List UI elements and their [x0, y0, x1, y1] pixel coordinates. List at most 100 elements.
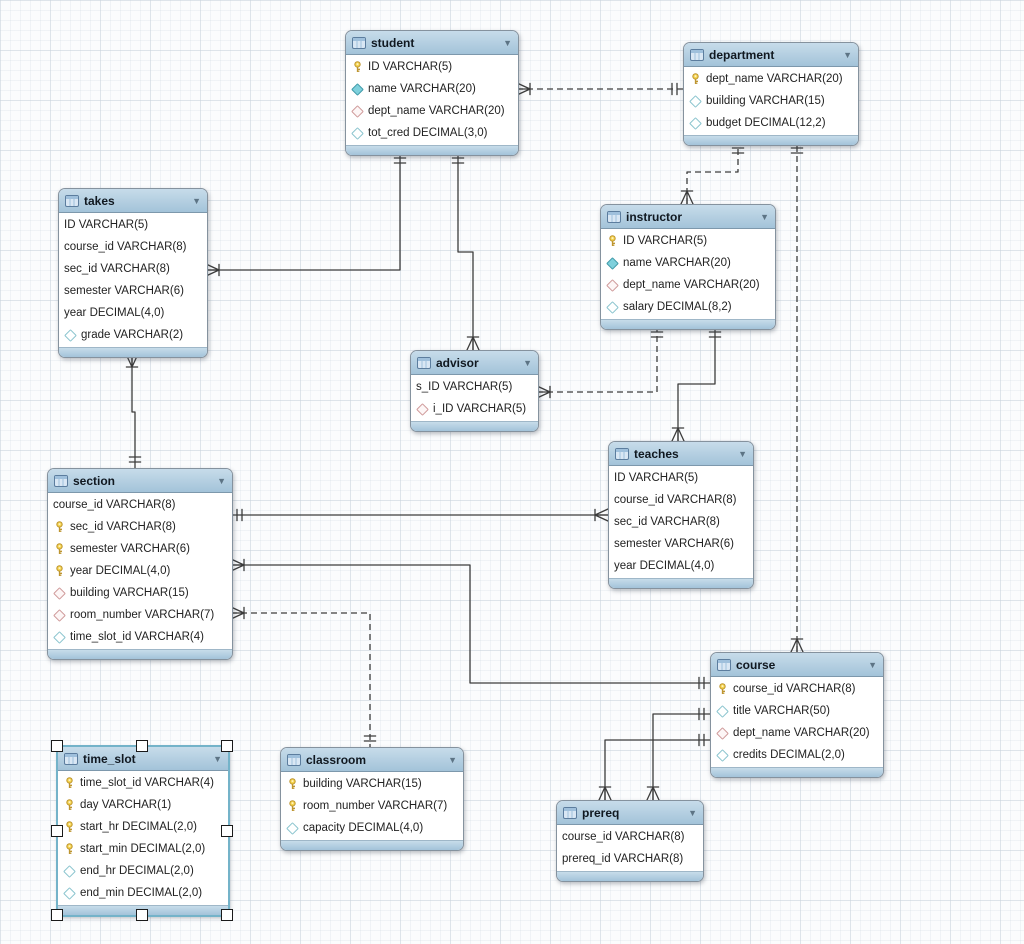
relationship-instructor-department[interactable]: [680, 142, 745, 205]
table-column-row[interactable]: credits DECIMAL(2,0): [711, 744, 883, 766]
table-classroom[interactable]: classroom▼building VARCHAR(15)room_numbe…: [280, 747, 464, 851]
table-column-row[interactable]: dept_name VARCHAR(20): [684, 68, 858, 90]
collapse-arrow-icon[interactable]: ▼: [523, 357, 532, 368]
table-column-row[interactable]: course_id VARCHAR(8): [711, 678, 883, 700]
table-header[interactable]: teaches▼: [609, 442, 753, 466]
table-header[interactable]: course▼: [711, 653, 883, 677]
selection-handle[interactable]: [136, 909, 148, 921]
relationship-teaches-section[interactable]: [231, 508, 609, 522]
table-column-row[interactable]: start_min DECIMAL(2,0): [58, 838, 228, 860]
table-column-row[interactable]: room_number VARCHAR(7): [48, 604, 232, 626]
selection-handle[interactable]: [51, 909, 63, 921]
table-column-row[interactable]: ID VARCHAR(5): [59, 214, 207, 236]
table-column-row[interactable]: year DECIMAL(4,0): [609, 555, 753, 577]
table-header[interactable]: prereq▼: [557, 801, 703, 825]
relationship-student-department[interactable]: [516, 82, 683, 96]
table-column-row[interactable]: ID VARCHAR(5): [601, 230, 775, 252]
selection-handle[interactable]: [136, 740, 148, 752]
table-column-row[interactable]: sec_id VARCHAR(8): [609, 511, 753, 533]
table-teaches[interactable]: teaches▼ID VARCHAR(5)course_id VARCHAR(8…: [608, 441, 754, 589]
selection-handle[interactable]: [221, 909, 233, 921]
relationship-takes-student[interactable]: [205, 152, 407, 277]
relationship-section-course[interactable]: [230, 558, 710, 690]
table-column-row[interactable]: day VARCHAR(1): [58, 794, 228, 816]
table-column-row[interactable]: dept_name VARCHAR(20): [346, 100, 518, 122]
selection-handle[interactable]: [51, 740, 63, 752]
table-column-row[interactable]: ID VARCHAR(5): [346, 56, 518, 78]
selection-handle[interactable]: [51, 824, 63, 837]
collapse-arrow-icon[interactable]: ▼: [843, 49, 852, 60]
selection-handle[interactable]: [221, 824, 233, 837]
table-column-row[interactable]: capacity DECIMAL(4,0): [281, 817, 463, 839]
collapse-arrow-icon[interactable]: ▼: [448, 754, 457, 765]
relationship-course-department[interactable]: [790, 142, 804, 653]
table-time_slot[interactable]: time_slot▼time_slot_id VARCHAR(4)day VAR…: [57, 746, 229, 916]
collapse-arrow-icon[interactable]: ▼: [868, 659, 877, 670]
table-column-row[interactable]: building VARCHAR(15): [48, 582, 232, 604]
table-column-row[interactable]: building VARCHAR(15): [684, 90, 858, 112]
collapse-arrow-icon[interactable]: ▼: [192, 195, 201, 206]
table-column-row[interactable]: name VARCHAR(20): [346, 78, 518, 100]
table-column-row[interactable]: course_id VARCHAR(8): [48, 494, 232, 516]
table-column-row[interactable]: time_slot_id VARCHAR(4): [58, 772, 228, 794]
table-column-row[interactable]: s_ID VARCHAR(5): [411, 376, 538, 398]
table-header[interactable]: student▼: [346, 31, 518, 55]
relationship-takes-section[interactable]: [125, 353, 142, 468]
table-column-row[interactable]: grade VARCHAR(2): [59, 324, 207, 346]
table-column-row[interactable]: dept_name VARCHAR(20): [601, 274, 775, 296]
collapse-arrow-icon[interactable]: ▼: [688, 807, 697, 818]
collapse-arrow-icon[interactable]: ▼: [213, 753, 222, 764]
table-column-row[interactable]: course_id VARCHAR(8): [59, 236, 207, 258]
table-column-row[interactable]: prereq_id VARCHAR(8): [557, 848, 703, 870]
table-column-row[interactable]: budget DECIMAL(12,2): [684, 112, 858, 134]
table-column-row[interactable]: name VARCHAR(20): [601, 252, 775, 274]
table-column-row[interactable]: room_number VARCHAR(7): [281, 795, 463, 817]
table-column-row[interactable]: title VARCHAR(50): [711, 700, 883, 722]
table-column-row[interactable]: start_hr DECIMAL(2,0): [58, 816, 228, 838]
table-column-row[interactable]: ID VARCHAR(5): [609, 467, 753, 489]
table-column-row[interactable]: end_min DECIMAL(2,0): [58, 882, 228, 904]
table-column-row[interactable]: semester VARCHAR(6): [609, 533, 753, 555]
collapse-arrow-icon[interactable]: ▼: [503, 37, 512, 48]
table-course[interactable]: course▼course_id VARCHAR(8)title VARCHAR…: [710, 652, 884, 778]
table-department[interactable]: department▼dept_name VARCHAR(20)building…: [683, 42, 859, 146]
table-header[interactable]: classroom▼: [281, 748, 463, 772]
table-header[interactable]: advisor▼: [411, 351, 538, 375]
table-column-row[interactable]: dept_name VARCHAR(20): [711, 722, 883, 744]
selection-handle[interactable]: [221, 740, 233, 752]
relationship-prereq-course[interactable]: [646, 707, 710, 801]
table-column-row[interactable]: salary DECIMAL(8,2): [601, 296, 775, 318]
table-section[interactable]: section▼course_id VARCHAR(8)sec_id VARCH…: [47, 468, 233, 660]
table-column-row[interactable]: course_id VARCHAR(8): [609, 489, 753, 511]
table-column-row[interactable]: building VARCHAR(15): [281, 773, 463, 795]
table-prereq[interactable]: prereq▼course_id VARCHAR(8)prereq_id VAR…: [556, 800, 704, 882]
table-column-row[interactable]: semester VARCHAR(6): [59, 280, 207, 302]
table-column-row[interactable]: year DECIMAL(4,0): [59, 302, 207, 324]
table-column-row[interactable]: year DECIMAL(4,0): [48, 560, 232, 582]
table-column-row[interactable]: course_id VARCHAR(8): [557, 826, 703, 848]
table-column-row[interactable]: tot_cred DECIMAL(3,0): [346, 122, 518, 144]
relationship-prereq-course[interactable]: [598, 733, 710, 801]
table-advisor[interactable]: advisor▼s_ID VARCHAR(5)i_ID VARCHAR(5): [410, 350, 539, 432]
table-column-row[interactable]: sec_id VARCHAR(8): [48, 516, 232, 538]
relationship-section-classroom[interactable]: [230, 606, 377, 747]
collapse-arrow-icon[interactable]: ▼: [760, 211, 769, 222]
table-column-row[interactable]: sec_id VARCHAR(8): [59, 258, 207, 280]
collapse-arrow-icon[interactable]: ▼: [217, 475, 226, 486]
relationship-teaches-instructor[interactable]: [671, 326, 722, 442]
table-header[interactable]: department▼: [684, 43, 858, 67]
table-column-row[interactable]: time_slot_id VARCHAR(4): [48, 626, 232, 648]
table-column-row[interactable]: end_hr DECIMAL(2,0): [58, 860, 228, 882]
table-column-row[interactable]: i_ID VARCHAR(5): [411, 398, 538, 420]
table-column-row[interactable]: semester VARCHAR(6): [48, 538, 232, 560]
relationship-advisor-instructor[interactable]: [536, 326, 664, 399]
table-header[interactable]: instructor▼: [601, 205, 775, 229]
table-instructor[interactable]: instructor▼ID VARCHAR(5)name VARCHAR(20)…: [600, 204, 776, 330]
table-header[interactable]: section▼: [48, 469, 232, 493]
table-header[interactable]: takes▼: [59, 189, 207, 213]
table-takes[interactable]: takes▼ID VARCHAR(5)course_id VARCHAR(8)s…: [58, 188, 208, 358]
collapse-arrow-icon[interactable]: ▼: [738, 448, 747, 459]
table-student[interactable]: student▼ID VARCHAR(5)name VARCHAR(20)dep…: [345, 30, 519, 156]
relationship-advisor-student[interactable]: [451, 152, 480, 351]
